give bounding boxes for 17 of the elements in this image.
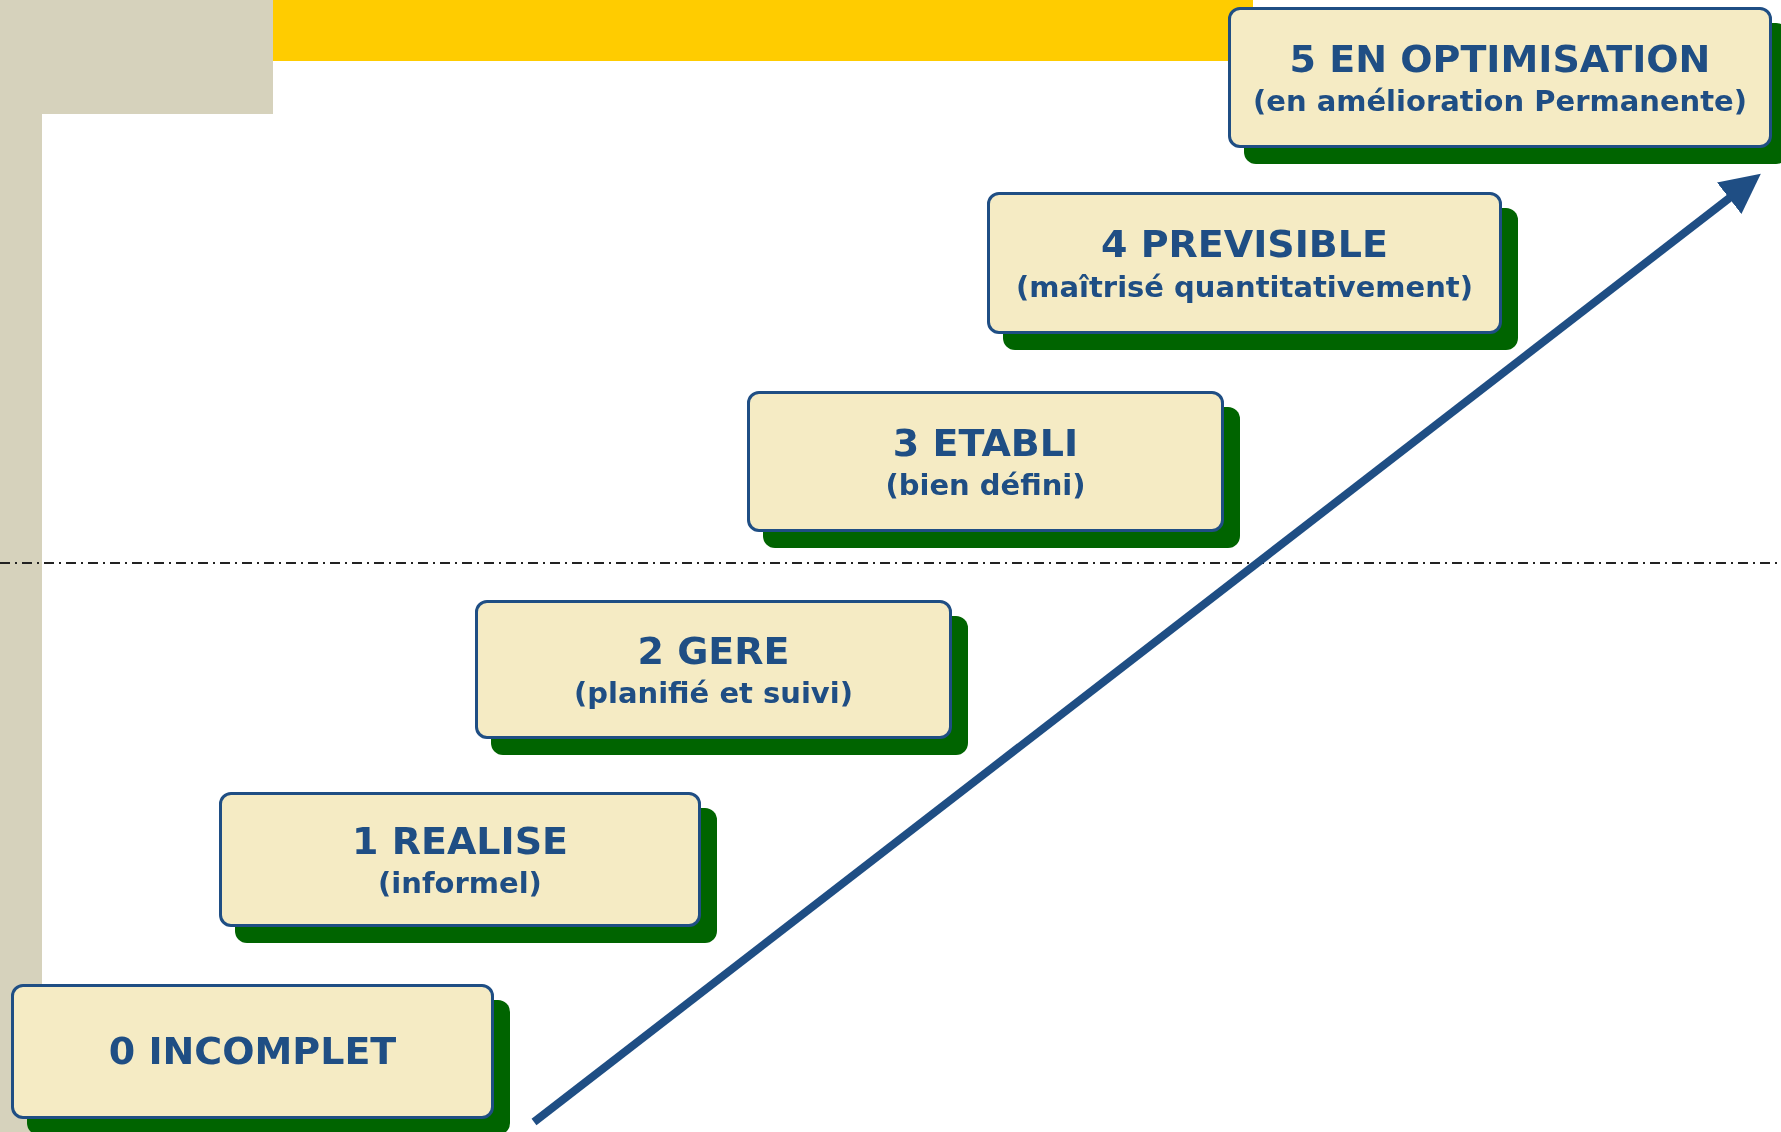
level-box bbox=[11, 984, 494, 1119]
level-subtitle: (bien défini) bbox=[885, 467, 1086, 504]
level-subtitle: (maîtrisé quantitativement) bbox=[1016, 268, 1473, 305]
level-box bbox=[747, 391, 1224, 532]
level-title: 2 GERE bbox=[637, 627, 790, 675]
level-subtitle: (planifié et suivi) bbox=[574, 675, 853, 712]
level-title: 1 REALISE bbox=[352, 817, 568, 865]
level-subtitle: (en amélioration Permanente) bbox=[1253, 83, 1747, 120]
level-box bbox=[475, 600, 952, 739]
level-title: 0 INCOMPLET bbox=[108, 1027, 397, 1075]
level-subtitle: (informel) bbox=[378, 865, 542, 902]
level-box bbox=[987, 192, 1502, 334]
level-box bbox=[1228, 7, 1772, 148]
level-title: 3 ETABLI bbox=[892, 419, 1079, 467]
level-box bbox=[219, 792, 701, 927]
level-title: 5 EN OPTIMISATION bbox=[1289, 35, 1711, 83]
level-title: 4 PREVISIBLE bbox=[1101, 221, 1388, 269]
